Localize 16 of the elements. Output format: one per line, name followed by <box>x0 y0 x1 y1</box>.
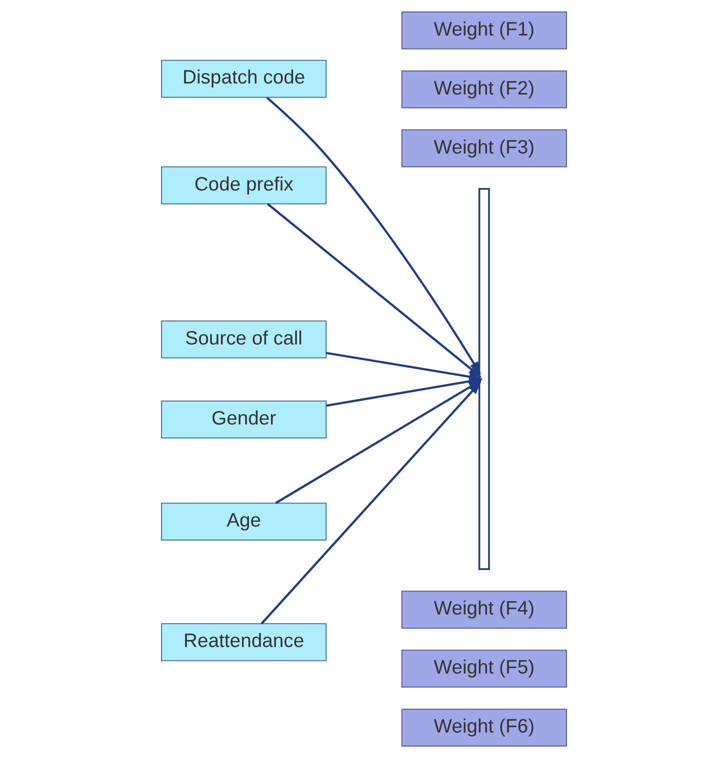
node-box: Weight (F5) <box>400 650 566 688</box>
arrow <box>260 381 481 624</box>
node-box: Weight (F3) <box>400 129 566 168</box>
node-box: Weight (F2) <box>400 70 566 108</box>
arrow <box>266 96 480 375</box>
node-box: Source of call <box>160 320 326 358</box>
arrow <box>266 203 482 378</box>
node-box: Reattendance <box>160 623 326 662</box>
node-box: Weight (F1) <box>400 11 566 50</box>
node-box: Dispatch code <box>160 60 326 98</box>
node-box: Gender <box>160 400 326 438</box>
node-bar <box>478 188 490 570</box>
node-box: Weight (F4) <box>400 590 566 629</box>
node-box: Age <box>160 502 326 541</box>
node-box: Weight (F6) <box>400 708 566 747</box>
node-box: Code prefix <box>160 166 326 204</box>
